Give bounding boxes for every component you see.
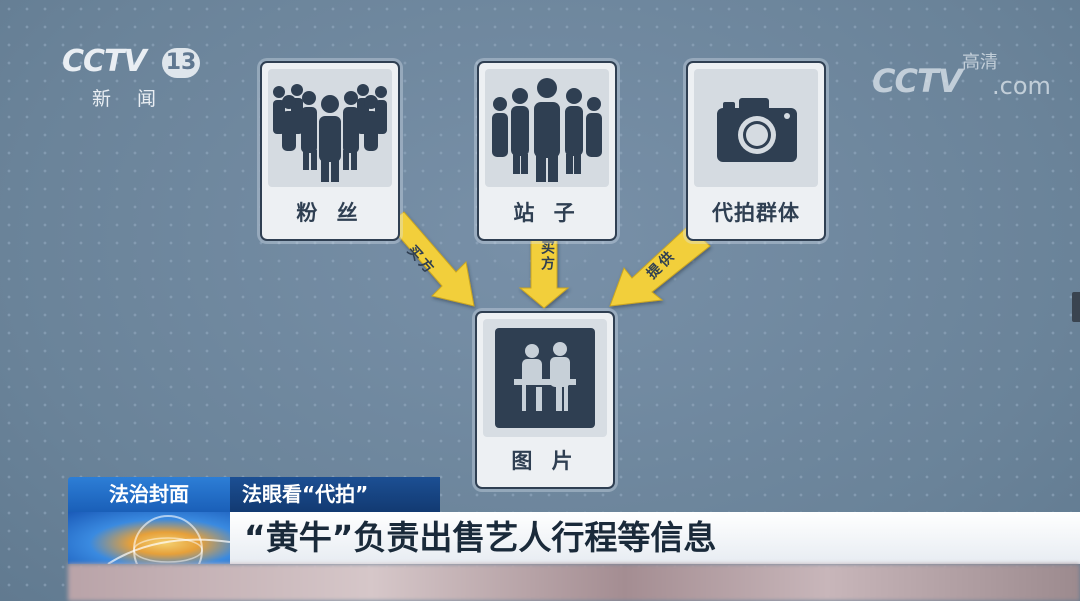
camera-icon bbox=[694, 69, 818, 187]
headline: “黄牛”负责出售艺人行程等信息 bbox=[230, 512, 1080, 564]
node-fans: 粉 丝 bbox=[260, 61, 400, 241]
node-photographers: 代拍群体 bbox=[686, 61, 826, 241]
program-tag: 法治封面 bbox=[68, 477, 230, 512]
segment-tag: 法眼看“代拍” bbox=[230, 477, 440, 512]
arrow-fans-to-pictures bbox=[375, 211, 475, 307]
crowd-icon bbox=[268, 69, 392, 187]
node-label-photographers: 代拍群体 bbox=[712, 201, 800, 225]
cctv13-logo: CCTV 13 新 闻 bbox=[62, 44, 202, 110]
arrow-photographers-to-pictures bbox=[609, 225, 711, 307]
photo-icon bbox=[495, 328, 595, 428]
cctv-logo-mark: CCTV bbox=[62, 44, 147, 79]
globe-graphic bbox=[68, 512, 230, 564]
side-handle bbox=[1072, 292, 1080, 322]
node-zhanzi: 站 子 bbox=[477, 61, 617, 241]
cctv-hd-mark: CCTV bbox=[872, 62, 963, 100]
cctv-com-suffix: .com bbox=[992, 72, 1051, 100]
arrow-zhanzi-to-pictures bbox=[518, 237, 570, 309]
node-label-pictures: 图 片 bbox=[511, 449, 579, 473]
channel-name: 新 闻 bbox=[92, 88, 167, 110]
channel-number: 13 bbox=[162, 48, 200, 78]
node-label-zhanzi: 站 子 bbox=[513, 201, 581, 225]
node-label-fans: 粉 丝 bbox=[296, 201, 364, 225]
group-icon bbox=[485, 69, 609, 187]
node-pictures: 图 片 bbox=[475, 311, 615, 489]
hd-label: 高清 bbox=[962, 52, 998, 73]
cctv-hd-logo: 高清 CCTV .com bbox=[872, 52, 1052, 104]
blurred-subtitle-bar bbox=[68, 564, 1080, 601]
news-ticker: 法治封面 法眼看“代拍” “黄牛”负责出售艺人行程等信息 bbox=[68, 477, 1080, 601]
edge-label-zhanzi: 买方 bbox=[539, 240, 555, 272]
